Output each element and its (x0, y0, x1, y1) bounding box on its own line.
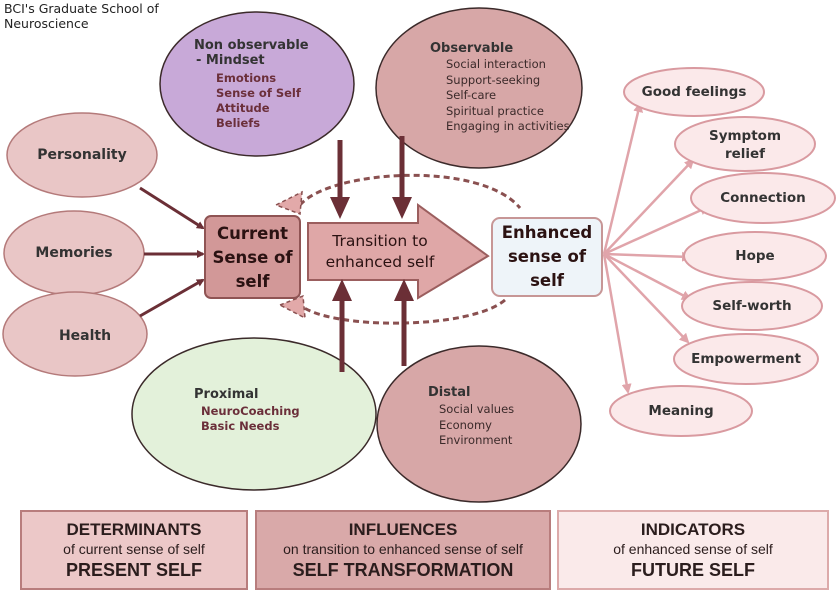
transition-label: Transition to enhanced self (310, 225, 450, 279)
determinants-big: PRESENT SELF (65, 559, 203, 580)
cycle-arrow-bottom (299, 298, 506, 325)
header: BCI's Graduate School of Neuroscience (4, 1, 159, 31)
enhanced-line-2: sense of (507, 247, 587, 266)
indicators-title: INDICATORS (640, 519, 746, 539)
transition-line-2: enhanced self (325, 253, 435, 271)
influences-box: INFLUENCES on transition to enhanced sen… (255, 510, 551, 590)
current-line-3: self (235, 272, 270, 291)
determinants-subtitle: of current sense of self (63, 540, 205, 557)
hope-label: Hope (735, 248, 775, 264)
non-observable-title: Non observable (194, 38, 309, 53)
arrow-self-worth (603, 252, 692, 301)
good-feelings-ellipse (623, 67, 765, 117)
transition-arrow (307, 203, 490, 300)
observable-label: Observable Social interaction Support-se… (430, 41, 570, 135)
current-self-label: Current Sense of self (205, 218, 300, 298)
personality-label: Personality (37, 147, 127, 163)
enhanced-line-3: self (530, 271, 564, 290)
proximal-label: Proximal NeuroCoaching Basic Needs (194, 387, 300, 434)
distal-item: Environment (439, 433, 513, 447)
observable-item: Spiritual practice (446, 103, 544, 118)
arrow-empowerment (603, 253, 690, 344)
observable-item: Social interaction (446, 57, 546, 71)
non-observable-item: Sense of Self (216, 86, 301, 100)
self-worth-ellipse (681, 281, 823, 331)
arrow-personality (139, 186, 205, 230)
proximal-item: Basic Needs (201, 419, 280, 433)
proximal-item: NeuroCoaching (201, 404, 300, 418)
indicators-subtitle: of enhanced sense of self (613, 540, 773, 557)
empowerment-ellipse (673, 333, 819, 385)
observable-item: Self-care (446, 88, 497, 102)
distal-label: Distal Social values Economy Environment (428, 385, 514, 449)
distal-title: Distal (428, 385, 471, 400)
cycle-arrow-top-head (274, 190, 303, 216)
indicators-big: FUTURE SELF (631, 559, 755, 580)
non-observable-label: Non observable - Mindset Emotions Sense … (194, 38, 309, 131)
cycle-arrow-top (298, 173, 522, 209)
connection-ellipse (690, 172, 836, 224)
hope-ellipse (683, 231, 827, 281)
observable-ellipse (375, 7, 583, 169)
health-ellipse (2, 291, 148, 377)
indicators-box: INDICATORS of enhanced sense of self FUT… (557, 510, 829, 590)
current-line-1: Current (217, 224, 288, 243)
enhanced-self-box (491, 217, 603, 297)
current-line-2: Sense of (212, 248, 293, 267)
non-observable-ellipse (159, 11, 355, 157)
health-label: Health (58, 328, 112, 344)
symptom-relief-ellipse (674, 116, 816, 172)
cycle-arrow-bottom-head (278, 294, 306, 320)
meaning-ellipse (609, 385, 753, 437)
enhanced-self-label: Enhanced sense of self (492, 218, 602, 296)
distal-ellipse (376, 345, 582, 503)
arrow-symptom-relief (603, 158, 695, 255)
arrow-hope (603, 251, 692, 262)
influences-big: SELF TRANSFORMATION (292, 559, 514, 580)
symptom-relief-label: Symptom relief (675, 126, 815, 164)
arrow-connection (603, 205, 710, 256)
mindset-title: - Mindset (196, 53, 265, 68)
arrow-health (139, 278, 205, 318)
connection-label: Connection (720, 190, 806, 206)
observable-item: Engaging in activities (446, 119, 570, 133)
distal-item: Social values (439, 402, 515, 416)
distal-item: Economy (439, 417, 492, 432)
observable-title: Observable (430, 41, 514, 56)
influences-title: INFLUENCES (348, 519, 458, 539)
enhanced-line-1: Enhanced (501, 223, 593, 242)
personality-ellipse (6, 112, 158, 198)
determinants-title: DETERMINANTS (66, 519, 202, 539)
non-observable-item: Beliefs (216, 116, 261, 130)
proximal-ellipse (131, 337, 377, 491)
self-worth-label: Self-worth (712, 298, 792, 314)
memories-label: Memories (35, 245, 113, 261)
meaning-label: Meaning (648, 403, 714, 419)
transition-line-1: Transition to (332, 232, 428, 250)
non-observable-item: Attitude (216, 101, 270, 115)
header-line-1: BCI's Graduate School of (4, 1, 159, 16)
empowerment-label: Empowerment (691, 351, 801, 367)
proximal-title: Proximal (194, 387, 259, 402)
current-self-box (204, 215, 301, 299)
non-observable-item: Emotions (216, 71, 277, 85)
arrow-good-feelings (602, 102, 643, 255)
determinants-box: DETERMINANTS of current sense of self PR… (20, 510, 248, 590)
arrow-meaning (602, 253, 632, 394)
influences-subtitle: on transition to enhanced sense of self (283, 540, 523, 557)
symptom-relief-line-2: relief (724, 146, 766, 162)
header-line-2: Neuroscience (4, 16, 89, 31)
observable-item: Support-seeking (446, 72, 541, 87)
good-feelings-label: Good feelings (641, 84, 747, 100)
symptom-relief-line-1: Symptom (708, 128, 782, 144)
